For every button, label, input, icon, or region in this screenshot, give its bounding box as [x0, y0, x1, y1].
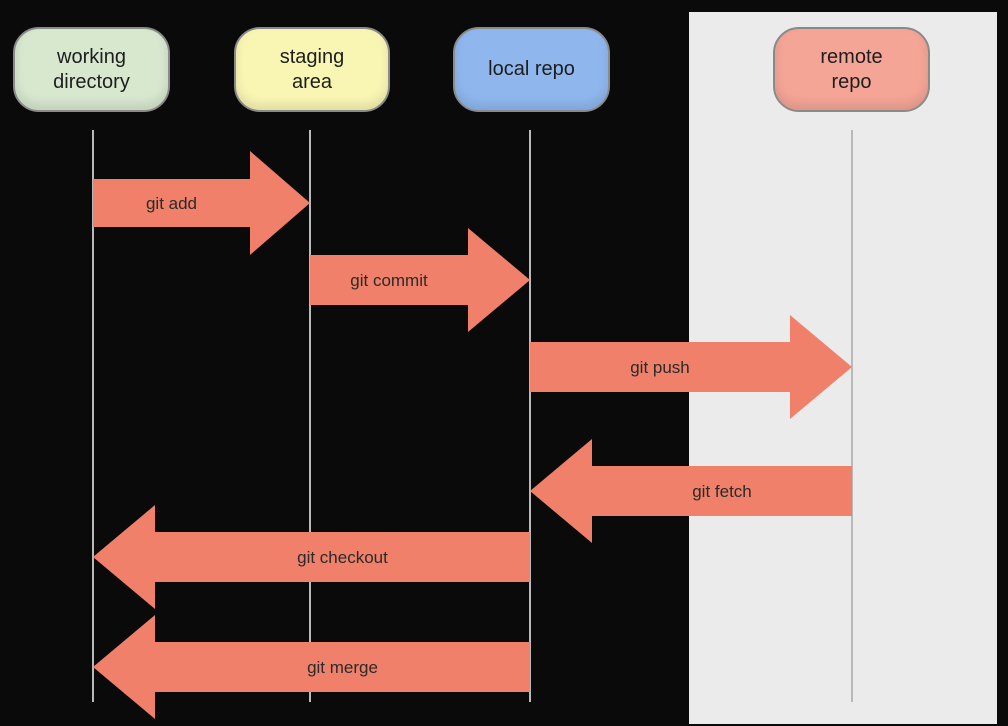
lifeline-working-directory [92, 130, 94, 702]
node-local-repo: local repo [453, 27, 610, 112]
arrow-git-checkout: git checkout [93, 505, 530, 609]
arrow-label-git-add: git add [146, 194, 197, 213]
arrow-label-git-commit: git commit [350, 271, 428, 290]
arrow-git-merge: git merge [93, 615, 530, 719]
lifeline-remote-repo [851, 130, 853, 702]
node-staging-area: staging area [234, 27, 390, 112]
arrow-git-fetch: git fetch [530, 439, 852, 543]
arrow-shape-git-push [530, 315, 852, 419]
lifeline-staging-area [309, 130, 311, 702]
arrow-label-git-merge: git merge [307, 658, 378, 677]
arrow-label-git-push: git push [630, 358, 690, 377]
arrow-shape-git-commit [310, 228, 530, 332]
lifeline-local-repo [529, 130, 531, 702]
arrow-git-commit: git commit [310, 228, 530, 332]
node-remote-repo: remote repo [773, 27, 930, 112]
arrow-label-git-fetch: git fetch [692, 482, 752, 501]
arrow-shape-git-checkout [93, 505, 530, 609]
node-working-directory: working directory [13, 27, 170, 112]
arrow-shape-git-add [93, 151, 310, 255]
arrow-shape-git-merge [93, 615, 530, 719]
arrow-label-git-checkout: git checkout [297, 548, 388, 567]
arrow-shape-git-fetch [530, 439, 852, 543]
arrow-git-push: git push [530, 315, 852, 419]
arrow-git-add: git add [93, 151, 310, 255]
